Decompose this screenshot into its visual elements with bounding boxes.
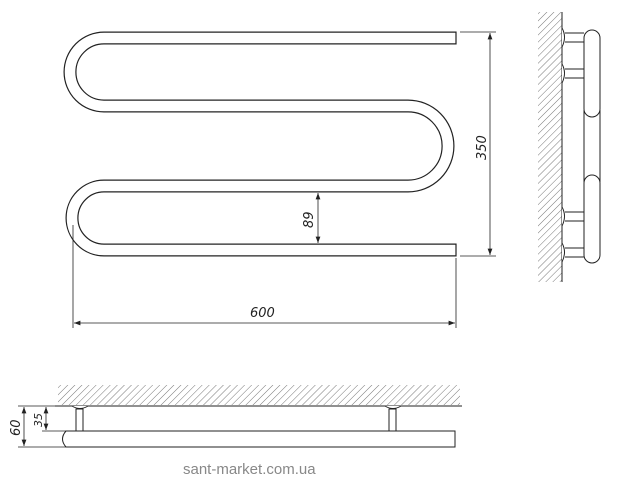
dimension-width (72, 225, 457, 328)
height-label: 350 (475, 135, 490, 160)
dimension-height (460, 31, 496, 257)
towel-rail-side-view (538, 12, 601, 282)
towel-rail-top-view (18, 385, 462, 448)
width-label: 600 (250, 306, 275, 321)
offset-label: 35 (32, 413, 45, 427)
watermark: sant-market.com.ua (183, 461, 316, 478)
gap-label: 89 (302, 211, 317, 228)
towel-rail-front-view (63, 31, 457, 257)
depth-label: 60 (9, 419, 24, 436)
